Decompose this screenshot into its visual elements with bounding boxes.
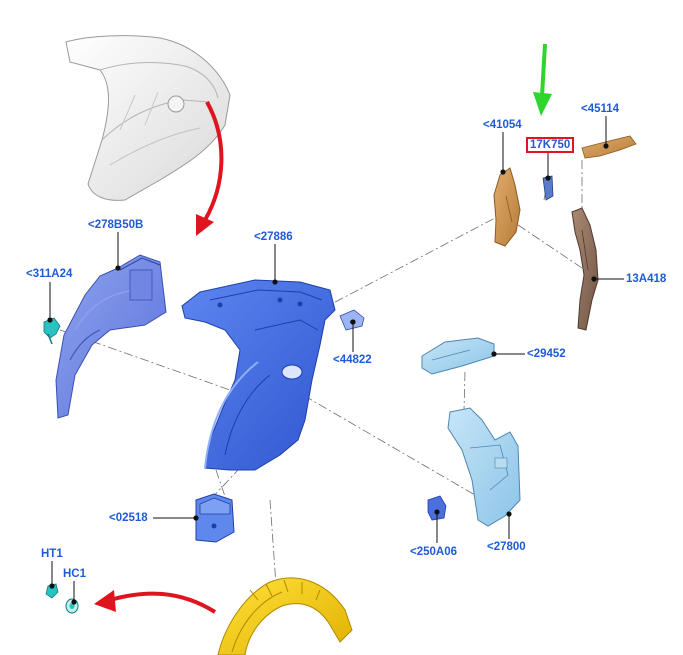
leader-dot-27886 (272, 279, 278, 285)
quarter-inner-panel[interactable] (181, 279, 336, 471)
callout-29452[interactable]: <29452 (527, 348, 566, 360)
callout-41054[interactable]: <41054 (483, 119, 522, 131)
clip-ht1[interactable] (45, 583, 59, 599)
bracket-02518[interactable] (195, 493, 235, 543)
leader-dot-ht1 (49, 583, 55, 589)
leader-dot-hc1 (71, 599, 77, 605)
alignment-line (209, 454, 253, 501)
callout-27800[interactable]: <27800 (487, 541, 526, 553)
pillar-reinforcement-41054[interactable] (493, 167, 521, 247)
bracket-45114[interactable] (581, 135, 637, 159)
leader-dot-27800 (506, 511, 512, 517)
rear-body-side-panel[interactable] (65, 35, 231, 201)
leader-dot-17k750 (545, 175, 551, 181)
leader-dot-278b50b (115, 265, 121, 271)
panel-27800[interactable] (447, 407, 521, 527)
alignment-line (319, 217, 496, 311)
pointer-arrow-red (196, 101, 224, 236)
callout-45114[interactable]: <45114 (581, 103, 620, 115)
leader-dot-45114 (603, 143, 609, 149)
leader-dot-02518 (193, 515, 199, 521)
leader-dot-44822 (350, 319, 356, 325)
callout-17k750-highlighted[interactable]: 17K750 (526, 137, 575, 153)
callout-278b50b[interactable]: <278B50B (88, 219, 144, 231)
alignment-line (463, 371, 466, 411)
callout-27886[interactable]: <27886 (254, 231, 293, 243)
callout-250a06[interactable]: <250A06 (410, 546, 457, 558)
alignment-line (269, 499, 277, 586)
bracket-29452[interactable] (421, 337, 495, 375)
leader-dot-311a24 (47, 317, 53, 323)
wheelhouse-liner[interactable] (217, 577, 353, 655)
pillar-13a418[interactable] (571, 207, 599, 331)
indicator-arrow-green (533, 43, 552, 116)
callout-311a24[interactable]: <311A24 (26, 268, 73, 280)
callout-hc1[interactable]: HC1 (63, 568, 87, 580)
leader-dot-13a418 (591, 276, 597, 282)
pointer-arrow-red (94, 590, 217, 614)
wheelhouse-inner-panel[interactable] (55, 254, 167, 419)
leader-dot-29452 (491, 351, 497, 357)
leader-dot-41054 (500, 169, 506, 175)
callout-ht1[interactable]: HT1 (41, 548, 63, 560)
bracket-311a24[interactable] (43, 317, 61, 345)
alignment-line (517, 224, 583, 269)
callout-44822[interactable]: <44822 (333, 354, 372, 366)
leader-dot-250a06 (434, 509, 440, 515)
leader-lines (47, 116, 624, 605)
callout-13a418[interactable]: 13A418 (626, 273, 667, 285)
callout-02518[interactable]: <02518 (109, 512, 148, 524)
bracket-250a06[interactable] (427, 495, 447, 521)
